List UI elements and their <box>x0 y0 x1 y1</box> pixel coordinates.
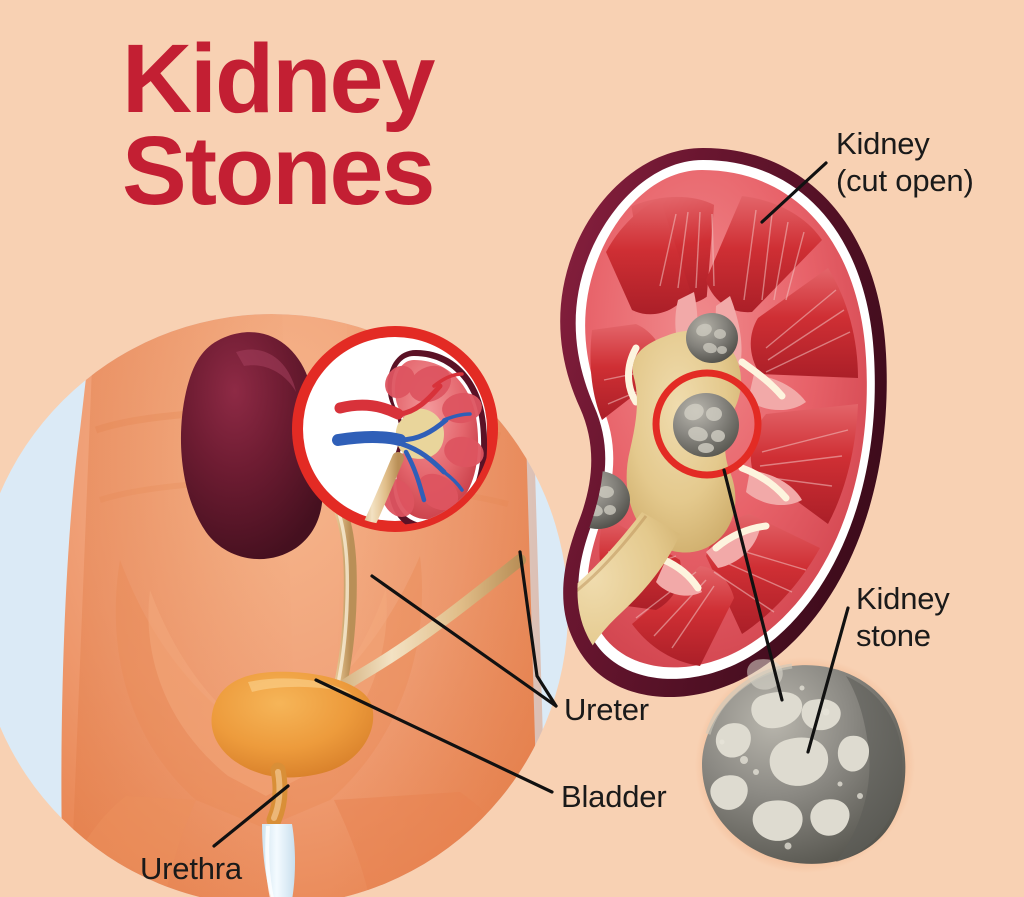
stone-rim-light <box>705 663 793 735</box>
pyramid-4 <box>750 268 858 378</box>
body-scene <box>0 314 568 897</box>
kidney-stone-closeup <box>695 657 915 873</box>
leader-ureter-left <box>370 574 558 708</box>
stone-crystals <box>710 659 870 841</box>
urethra-highlight <box>265 825 274 897</box>
kidney-cross-section <box>560 148 887 698</box>
urethra-tube <box>262 824 295 897</box>
kidney-inset-magnifier <box>292 326 498 532</box>
bladder-highlight <box>248 678 352 694</box>
label-urethra: Urethra <box>140 851 242 886</box>
xsec-pelvis-funnel <box>573 512 680 685</box>
label-kidney-stone: Kidney stone <box>856 581 950 653</box>
inset-vessels <box>332 372 472 503</box>
leader-stone-link <box>722 468 784 702</box>
inset-ureter <box>352 452 404 525</box>
stone-speckles <box>719 685 863 850</box>
label-ureter: Ureter <box>564 692 649 727</box>
kidney-highlight <box>236 349 296 392</box>
inset-pyramids <box>381 365 484 518</box>
leader-kidney-cut-open <box>760 161 828 224</box>
kidney-body <box>180 332 323 560</box>
urinary-bladder <box>211 671 374 828</box>
callout-leader-lines <box>212 161 850 848</box>
bladder-shape <box>211 671 374 778</box>
leader-urethra <box>212 784 290 848</box>
label-kidney-cut-open: Kidney (cut open) <box>836 126 974 198</box>
pyramid-2 <box>706 196 822 313</box>
funnel-shade <box>573 515 648 649</box>
leader-bladder <box>314 678 554 794</box>
inset-content <box>332 350 487 525</box>
bladder-neck-highlight <box>271 769 283 821</box>
leader-kidney-stone <box>806 606 850 754</box>
stone-highlighted <box>673 393 739 457</box>
page-title: Kidney Stones <box>122 24 435 226</box>
pyramid-7 <box>632 566 734 666</box>
label-bladder: Bladder <box>561 779 667 814</box>
leader-ureter-right <box>518 550 558 708</box>
stone-shadow-mass <box>836 676 903 862</box>
stone-highlight-ring <box>652 369 762 479</box>
pyramid-3 <box>606 198 690 315</box>
stone-small-upper <box>686 313 738 363</box>
